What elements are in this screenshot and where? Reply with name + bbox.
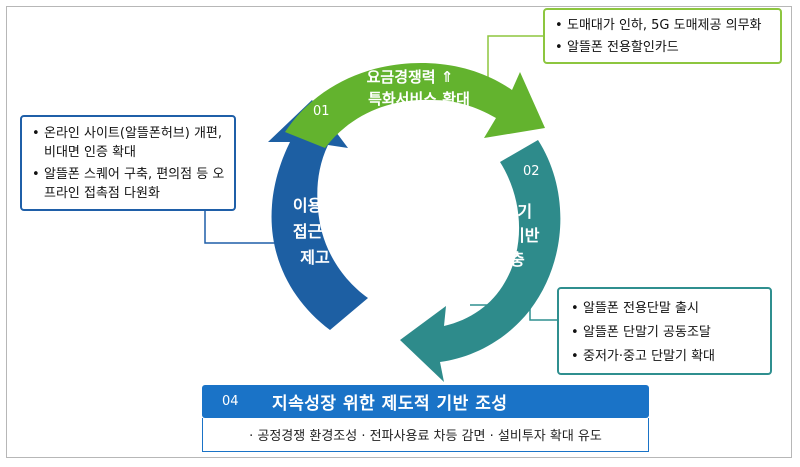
segment-03-number: 03 <box>372 278 389 293</box>
segment-02-detail-item: 중저가·중고 단말기 확대 <box>569 348 760 367</box>
segment-03-title-line3: 제고 <box>300 248 330 267</box>
segment-03-title-line1: 이용자 <box>292 196 338 215</box>
segment-03-arrow <box>268 100 368 330</box>
base-banner: 04 지속성장 위한 제도적 기반 조성 <box>202 385 649 418</box>
segment-03-details: 온라인 사이트(알뜰폰허브) 개편, 비대면 인증 확대 알뜰폰 스퀘어 구축,… <box>20 115 236 211</box>
base-number: 04 <box>222 394 239 409</box>
segment-02-detail-item: 알뜰폰 단말기 공동조달 <box>569 324 760 343</box>
segment-01-title-line1: 요금경쟁력 ⇑ <box>366 68 454 86</box>
base-detail: · 공정경쟁 환경조성 · 전파사용료 차등 감면 · 설비투자 확대 유도 <box>202 418 649 452</box>
segment-03-detail-item: 온라인 사이트(알뜰폰허브) 개편, 비대면 인증 확대 <box>30 125 226 163</box>
segment-03-title-line2: 접근성 <box>292 222 338 241</box>
segment-02-arrow <box>400 140 561 382</box>
segment-02-title: 단말기 공급기반 확충 <box>470 200 550 272</box>
segment-02-title-line3: 확충 <box>495 250 525 269</box>
segment-02-details: 알뜰폰 전용단말 출시 알뜰폰 단말기 공동조달 중저가·중고 단말기 확대 <box>557 287 772 375</box>
segment-02-number: 02 <box>523 164 540 179</box>
segment-02-detail-item: 알뜰폰 전용단말 출시 <box>569 300 760 319</box>
segment-01-details: 도매대가 인하, 5G 도매제공 의무화 알뜰폰 전용할인카드 <box>543 8 782 64</box>
segment-01-detail-item: 알뜰폰 전용할인카드 <box>553 39 772 58</box>
segment-01-arrow <box>285 63 545 148</box>
segment-01-title-line2: 특화서비스 확대 <box>368 90 470 108</box>
segment-01-number: 01 <box>313 104 330 119</box>
segment-02-title-line1: 단말기 <box>487 202 533 221</box>
segment-01-detail-item: 도매대가 인하, 5G 도매제공 의무화 <box>553 17 772 36</box>
segment-01-title: 요금경쟁력 ⇑ 특화서비스 확대 <box>340 66 480 110</box>
segment-02-title-line2: 공급기반 <box>480 226 540 245</box>
segment-03-detail-item: 알뜰폰 스퀘어 구축, 편의점 등 오프라인 접촉점 다원화 <box>30 166 226 204</box>
segment-03-title: 이용자 접근성 제고 <box>275 193 355 271</box>
base-title: 지속성장 위한 제도적 기반 조성 <box>272 394 508 414</box>
